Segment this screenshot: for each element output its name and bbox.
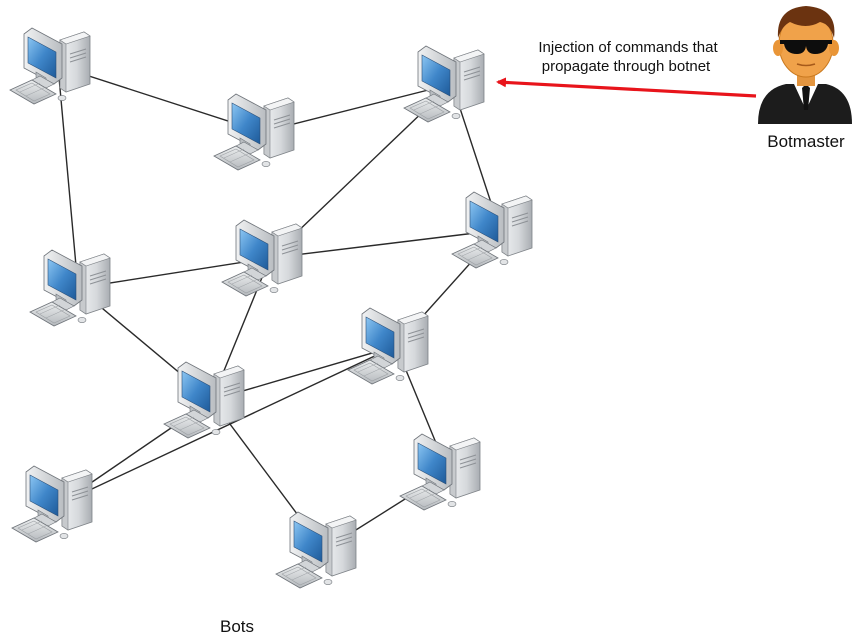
botmaster-icon	[758, 6, 852, 124]
bot-nodes	[9, 27, 533, 589]
command-annotation-line-1: Injection of commands that	[538, 39, 718, 56]
bot-10-computer-icon	[399, 433, 481, 511]
bot-6-computer-icon	[221, 219, 303, 297]
bot-9-computer-icon	[11, 465, 93, 543]
bots-label: Bots	[220, 617, 254, 636]
link-bot-9-bot-7	[59, 345, 397, 505]
bot-1-computer-icon	[9, 27, 91, 105]
bot-7-computer-icon	[347, 307, 429, 385]
botmaster-label: Botmaster	[767, 132, 845, 151]
bot-4-computer-icon	[451, 191, 533, 269]
link-bot-1-bot-5	[57, 65, 79, 289]
command-annotation-line-2: propagate through botnet	[542, 58, 711, 75]
bot-3-computer-icon	[403, 45, 485, 123]
bot-5-computer-icon	[29, 249, 111, 327]
command-injection-arrow	[496, 77, 757, 98]
bot-11-computer-icon	[275, 511, 357, 589]
bot-2-computer-icon	[213, 93, 295, 171]
link-bot-6-bot-4	[269, 229, 501, 259]
